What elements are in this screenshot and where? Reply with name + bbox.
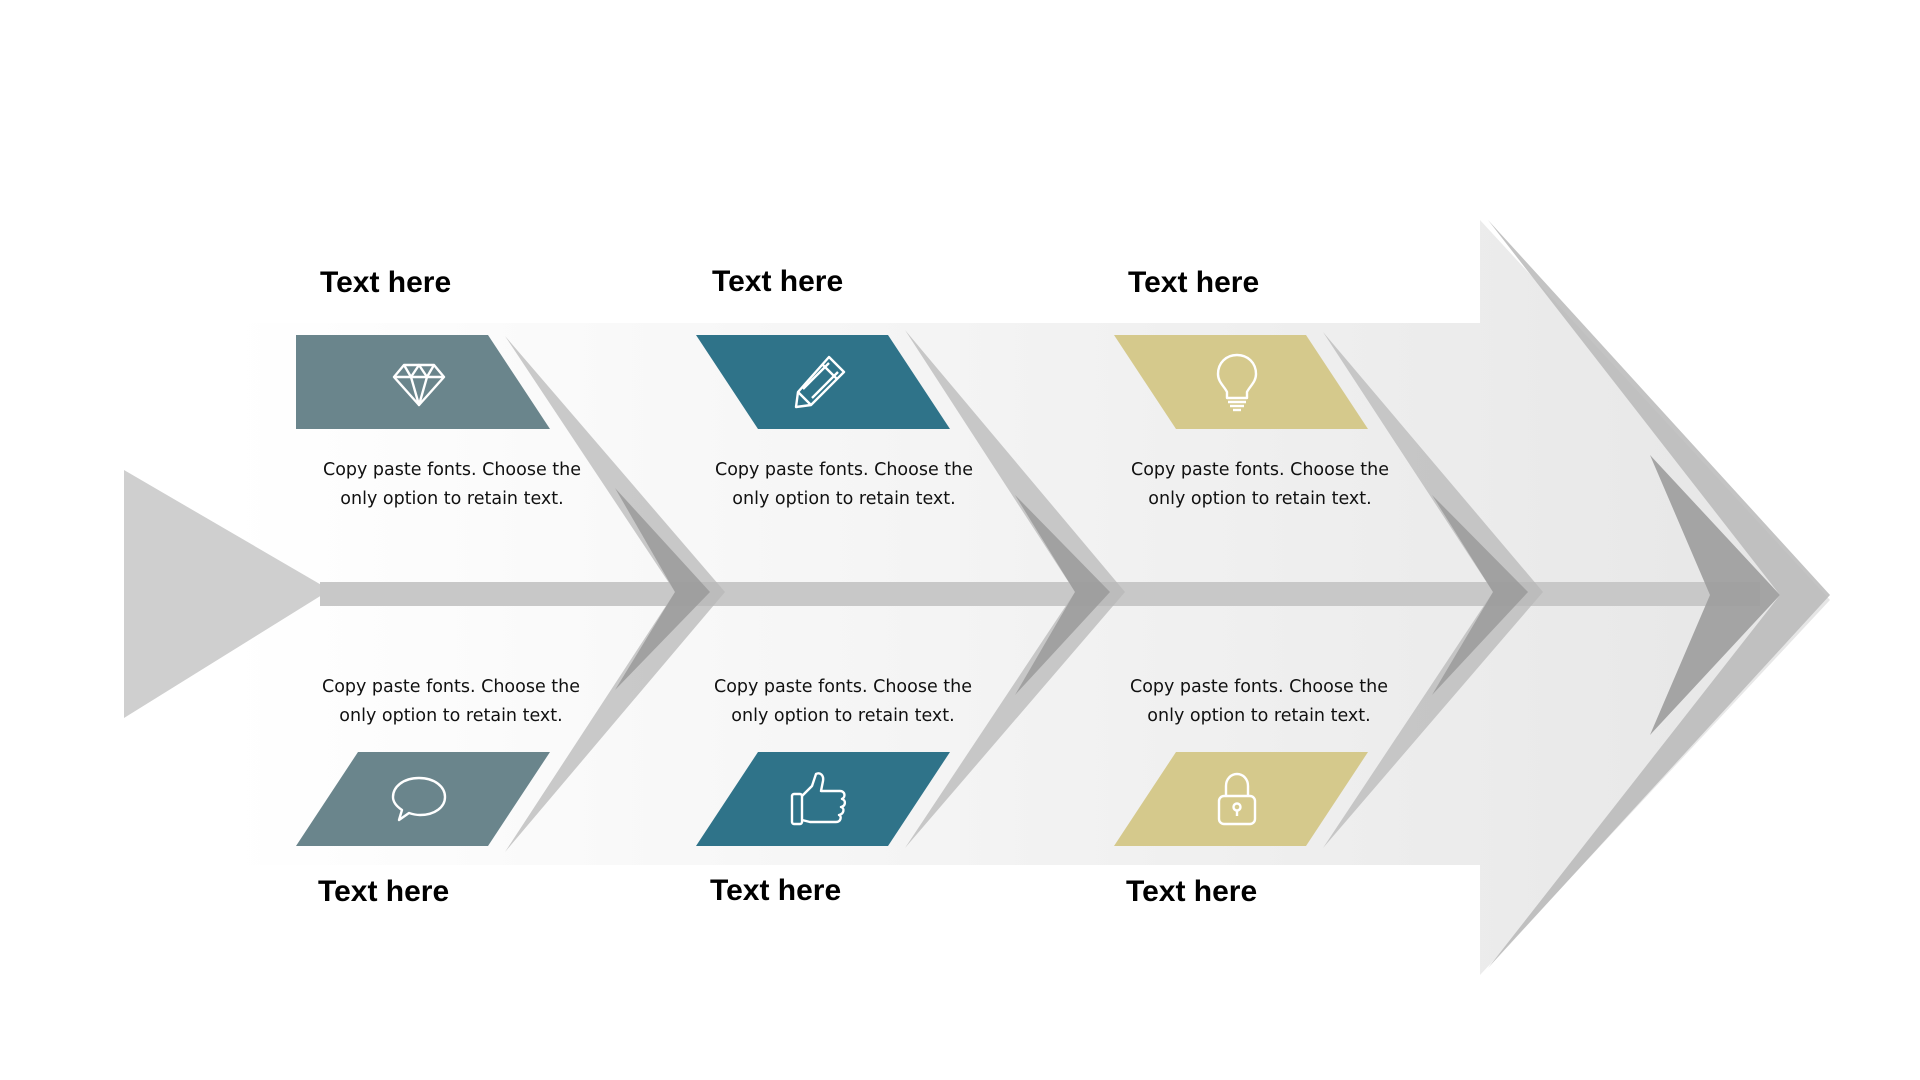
step-2-top-heading: Text here [712,265,844,298]
step-1-bottom-badge [296,752,550,846]
step-3-top-badge [1114,335,1368,429]
step-2-bottom-heading: Text here [710,874,842,907]
step-1-top-badge [296,335,550,429]
chevron-1 [505,336,725,852]
speech-bubble-icon [391,776,447,822]
padlock-icon [1217,772,1257,826]
step-3-bottom-badge [1114,752,1368,846]
chevron-3 [1323,332,1543,848]
diamond-icon [392,363,446,407]
thumbs-up-icon [790,772,847,826]
fish-head-inner [1650,455,1780,735]
step-1-bottom-heading: Text here [318,875,450,908]
chevron-2 [905,330,1125,848]
step-3-top-heading: Text here [1128,266,1260,299]
step-2-bottom-badge [696,752,950,846]
fish-spine [320,582,1760,606]
step-3-bottom-heading: Text here [1126,875,1258,908]
step-2-top-badge [696,335,950,429]
fish-tail [124,470,330,718]
step-1-top-heading: Text here [320,266,452,299]
pencil-icon [794,355,846,409]
lightbulb-icon [1216,353,1258,412]
